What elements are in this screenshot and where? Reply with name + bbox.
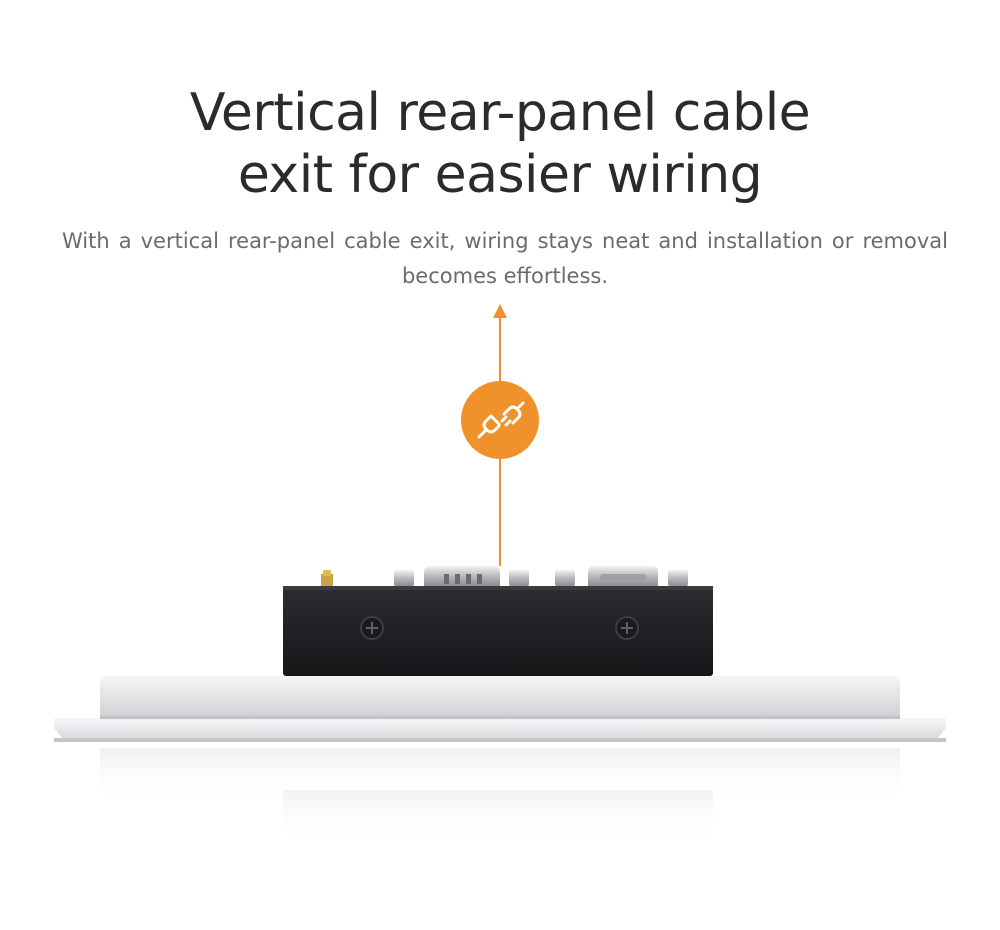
plug-icon: [461, 381, 539, 459]
title-line-1: Vertical rear-panel cable: [189, 83, 811, 143]
page-title: Vertical rear-panel cable exit for easie…: [0, 82, 1000, 206]
description-text: With a vertical rear-panel cable exit, w…: [62, 229, 948, 288]
product-illustration: [54, 304, 946, 846]
panel-body: [100, 676, 900, 718]
title-line-2: exit for easier wiring: [237, 145, 763, 205]
box-reflection: [283, 790, 713, 846]
arrow-up-icon: [493, 304, 507, 318]
panel-lip: [54, 718, 946, 740]
rear-enclosure: [283, 586, 713, 676]
